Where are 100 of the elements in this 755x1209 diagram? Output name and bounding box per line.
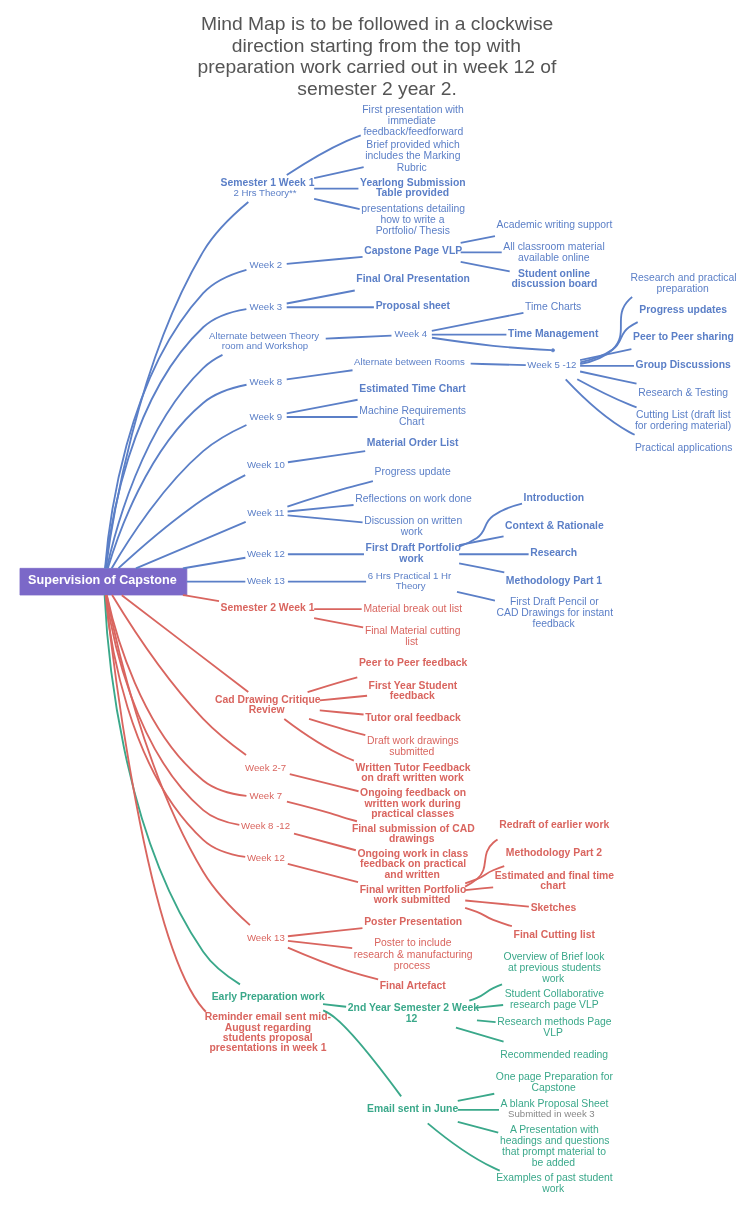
node-text: Recommended reading	[500, 1048, 609, 1060]
diagram-title: Mind Map is to be followed in a clockwise direction starting from the top with preparation work carried out in week 12 of semester 2 year 2.	[197, 13, 557, 99]
node-text: Brief provided which includes the Marking Rubric	[365, 139, 461, 173]
connector	[464, 838, 499, 888]
connector	[120, 594, 250, 693]
node-text: First Year Student feedback	[368, 679, 458, 702]
node-text: Examples of past student work	[496, 1172, 613, 1195]
node-text: Final Artefact	[379, 979, 446, 991]
connector	[313, 166, 365, 180]
connector	[181, 556, 247, 570]
node-text: Semester 2 Week 1	[220, 602, 315, 614]
connector	[318, 709, 365, 716]
node-text: Final Material cutting list	[364, 624, 461, 647]
connector	[104, 201, 250, 570]
node-text: Material Order List	[366, 437, 459, 449]
node-text: Week 9	[249, 410, 283, 422]
node-text: Material break out list	[363, 602, 463, 614]
connector	[283, 718, 355, 762]
connector	[430, 333, 508, 336]
node-text: Research methods Page VLP	[497, 1015, 612, 1038]
connector	[313, 608, 363, 611]
node-text: Early Preparation work	[211, 990, 325, 1002]
node-text: Proposal sheet	[375, 300, 451, 312]
node-box: Supervision of Capstone	[19, 567, 188, 596]
connector	[579, 370, 638, 385]
node-text: Peer to Peer sharing	[633, 331, 734, 343]
connector	[111, 594, 247, 756]
connector	[579, 348, 633, 362]
connector	[464, 906, 513, 928]
connector	[286, 504, 355, 513]
node-text: Week 2	[249, 259, 283, 271]
connector	[288, 773, 360, 793]
node-text: Estimated and final time chart	[494, 869, 615, 891]
connector	[576, 378, 638, 409]
connector	[564, 378, 636, 436]
connector	[313, 187, 360, 190]
connector	[185, 580, 247, 583]
node-text: Redraft of earlier work	[499, 819, 610, 831]
connector	[286, 862, 359, 884]
node-text: Week 13	[246, 932, 285, 943]
node-text: Final Cutting list	[513, 929, 595, 941]
node-text: Progress updates	[639, 303, 727, 315]
connector	[579, 296, 634, 365]
connector	[104, 594, 207, 1013]
node-text: Final submission of CAD drawings	[351, 822, 475, 845]
connector	[103, 594, 241, 986]
node-text: Peer to Peer feedback	[358, 657, 468, 669]
connector	[579, 321, 639, 364]
node-text: One page Preparation for Capstone	[495, 1070, 613, 1093]
node-text: A Presentation with headings and questions that prompt material to be added	[499, 1123, 610, 1169]
connector	[322, 1009, 403, 1098]
connector	[285, 134, 362, 176]
connector	[287, 580, 367, 583]
connector	[286, 946, 380, 981]
connector	[469, 362, 527, 367]
node-text: Machine Requirements Chart	[359, 405, 467, 428]
node-text: Ongoing feedback on written work during practical classes	[360, 787, 467, 819]
connector	[285, 255, 364, 265]
node-text: Alternate between Theory room and Workshop	[209, 329, 320, 352]
connector	[476, 1004, 505, 1009]
connector	[322, 1003, 348, 1008]
connector	[135, 521, 247, 570]
node-text: Alternate between Rooms	[354, 355, 465, 367]
node-text: Draft work drawings submitted	[367, 734, 459, 757]
connector	[287, 553, 365, 556]
node-text: Written Tutor Feedback on draft written work	[355, 761, 471, 784]
node-text: All classroom material available online	[503, 240, 605, 263]
connector	[456, 1108, 500, 1111]
node-text: Week 3	[249, 300, 283, 312]
connector	[286, 514, 364, 524]
connector	[285, 369, 354, 381]
node-text: Discussion on written work	[364, 514, 463, 538]
connector	[455, 1026, 505, 1043]
node-text: Week 8	[249, 375, 283, 387]
node-point	[550, 348, 555, 353]
connector	[431, 336, 552, 352]
node-text: Ongoing work in class feedback on practical and written	[357, 848, 469, 880]
connector	[459, 235, 496, 244]
connector	[464, 899, 530, 908]
node-text: Reminder email sent mid-August regarding students proposal presentations in week 1	[204, 1011, 331, 1054]
node-text: Email sent in June	[367, 1102, 459, 1114]
connector	[105, 594, 248, 797]
node-text: Reflections on work done	[355, 493, 472, 505]
node-text: Semester 1 Week 1 2 Hrs Theory**	[220, 177, 315, 198]
node-text: Week 11	[247, 506, 285, 518]
connector	[458, 553, 530, 556]
connector	[324, 334, 393, 340]
node-text: Week 2-7	[245, 762, 287, 774]
node-text: 6 Hrs Practical 1 Hr Theory	[367, 570, 452, 592]
node-text: Capstone Page VLP	[364, 245, 463, 257]
node-text: Methodology Part 1	[505, 574, 603, 586]
connector	[105, 594, 251, 927]
connector	[285, 416, 359, 418]
node-text: Poster to include research & manufacturing process	[353, 937, 473, 971]
connector	[287, 927, 364, 938]
connector	[458, 562, 506, 574]
node-text: Research	[530, 547, 578, 559]
connector	[104, 594, 247, 858]
node-text: Estimated Time Chart	[359, 382, 466, 394]
connector	[313, 198, 361, 210]
